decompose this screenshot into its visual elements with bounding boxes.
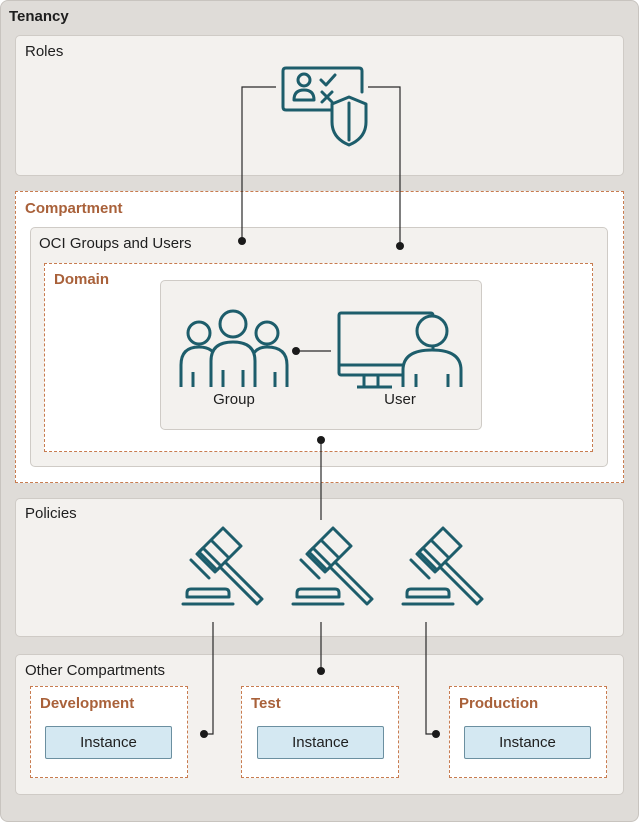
connector-dot <box>200 730 208 738</box>
group-icon <box>179 309 289 387</box>
policy-development-connector <box>204 622 214 735</box>
tenancy-title: Tenancy <box>9 8 69 25</box>
user-monitor-icon <box>337 311 463 389</box>
connector-dot <box>432 730 440 738</box>
roles-panel <box>15 35 624 176</box>
connector-dot <box>396 242 404 250</box>
roles-to-groups-connector <box>241 86 276 241</box>
compartment-title: Compartment <box>25 200 123 217</box>
test-title: Test <box>251 695 281 712</box>
domain-title: Domain <box>54 271 110 288</box>
development-title: Development <box>40 695 135 712</box>
groups-users-title: OCI Groups and Users <box>39 235 192 252</box>
roles-to-users-connector <box>368 86 401 246</box>
connector-dot <box>317 436 325 444</box>
production-title: Production <box>459 695 539 712</box>
group-label: Group <box>213 391 255 408</box>
gavel-icon <box>181 526 264 606</box>
policy-production-connector <box>425 622 436 735</box>
connector-dots <box>200 237 440 738</box>
production-instance[interactable]: Instance <box>464 726 591 759</box>
connector-lines <box>204 86 436 735</box>
gavel-icon <box>291 526 374 606</box>
connector-dot <box>238 237 246 245</box>
test-instance[interactable]: Instance <box>257 726 384 759</box>
roles-title: Roles <box>25 43 64 60</box>
development-instance[interactable]: Instance <box>45 726 172 759</box>
connector-dot <box>317 667 325 675</box>
policies-title: Policies <box>25 505 77 522</box>
connector-dot <box>292 347 300 355</box>
role-permissions-shield-icon <box>281 66 368 147</box>
gavel-icon <box>401 526 484 606</box>
user-label: User <box>384 391 416 408</box>
other-compartments-title: Other Compartments <box>25 662 166 679</box>
